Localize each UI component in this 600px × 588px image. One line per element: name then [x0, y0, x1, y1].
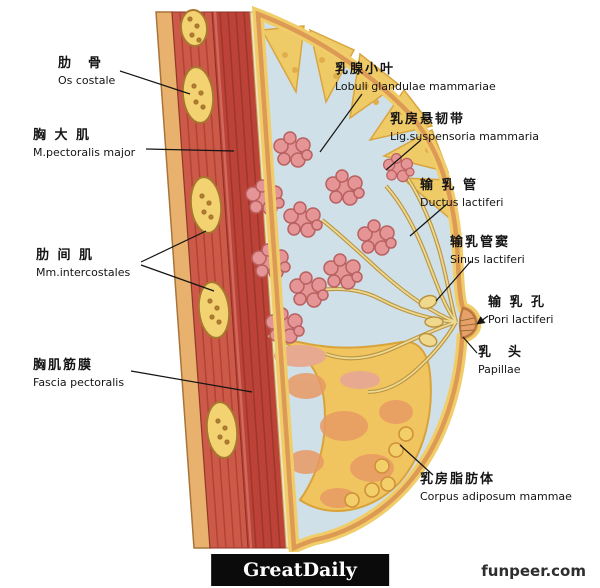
label-pori-lactiferi: 输 乳 孔 Pori lactiferi	[488, 295, 553, 327]
label-zh: 乳房脂肪体	[420, 472, 496, 487]
site-watermark: funpeer.com	[481, 562, 586, 580]
label-la: Mm.intercostales	[36, 265, 131, 279]
label-zh: 乳 头	[478, 345, 524, 360]
leader-os-costale	[119, 70, 191, 95]
leader-fascia-pectoralis	[130, 370, 253, 393]
leader-lobuli	[319, 93, 363, 153]
rib-crosssections	[179, 9, 239, 459]
leader-pectoralis-major	[145, 148, 235, 152]
label-la: Fascia pectoralis	[33, 375, 125, 389]
nipple-pores	[459, 317, 476, 332]
label-zh: 输 乳 孔	[488, 295, 547, 310]
label-sinus-lactiferi: 输乳管窦 Sinus lactiferi	[450, 235, 525, 267]
leader-ductus-lactiferi	[409, 203, 448, 237]
label-fascia-pectoralis: 胸肌筋膜 Fascia pectoralis	[33, 358, 124, 390]
fat-marbling	[286, 373, 413, 508]
label-zh: 肋 骨	[58, 56, 104, 71]
leader-pori-lactiferi-arrow	[476, 315, 489, 325]
anatomy-illustration	[119, 5, 489, 552]
chest-wall	[155, 9, 295, 549]
label-zh: 乳腺小叶	[335, 62, 396, 77]
leader-sinus-lactiferi	[435, 260, 472, 302]
pectoralis-striations	[219, 11, 281, 549]
label-zh: 输乳管窦	[450, 235, 511, 250]
fat-body	[267, 335, 432, 512]
label-zh: 胸 大 肌	[33, 128, 92, 143]
label-zh: 乳房悬韧带	[390, 112, 466, 127]
leader-lines	[119, 70, 489, 476]
leader-intercostales-lower	[140, 264, 215, 292]
label-ductus-lactiferi: 输 乳 管 Ductus lactiferi	[420, 178, 503, 210]
label-lig-suspensoria: 乳房悬韧带 Lig.suspensoria mammaria	[390, 112, 539, 144]
pectoralis-highlight	[213, 11, 253, 549]
label-la: Os costale	[58, 73, 116, 87]
label-os-costale: 肋 骨 Os costale	[58, 56, 115, 88]
fat-lobule-grapes	[344, 426, 414, 508]
fat-pink-streaks	[274, 345, 380, 389]
nipple	[458, 306, 478, 340]
label-la: Corpus adiposum mammae	[420, 489, 572, 503]
label-corpus-adiposum: 乳房脂肪体 Corpus adiposum mammae	[420, 472, 572, 504]
label-la: Papillae	[478, 362, 521, 376]
label-zh: 肋 间 肌	[36, 248, 95, 263]
label-zh: 输 乳 管	[420, 178, 479, 193]
label-la: Sinus lactiferi	[450, 252, 525, 266]
leader-papillae	[462, 336, 478, 354]
label-la: Lobuli glandulae mammariae	[335, 79, 496, 93]
label-papillae: 乳 头 Papillae	[478, 345, 523, 377]
label-lobuli-glandulae: 乳腺小叶 Lobuli glandulae mammariae	[335, 62, 496, 94]
label-la: M.pectoralis major	[33, 145, 136, 159]
leader-lig-suspensoria	[385, 139, 422, 171]
label-zh: 胸肌筋膜	[33, 358, 94, 373]
label-intercostales: 肋 间 肌 Mm.intercostales	[36, 248, 130, 280]
label-la: Lig.suspensoria mammaria	[390, 129, 540, 143]
lactiferous-sinuses	[418, 294, 444, 348]
breast-body	[245, 5, 482, 552]
label-la: Ductus lactiferi	[420, 195, 504, 209]
label-la: Pori lactiferi	[488, 312, 554, 326]
leader-corpus-adiposum	[399, 444, 434, 476]
leader-intercostales-upper	[140, 230, 207, 263]
label-pectoralis-major: 胸 大 肌 M.pectoralis major	[33, 128, 135, 160]
brand-watermark: GreatDaily	[211, 554, 389, 586]
